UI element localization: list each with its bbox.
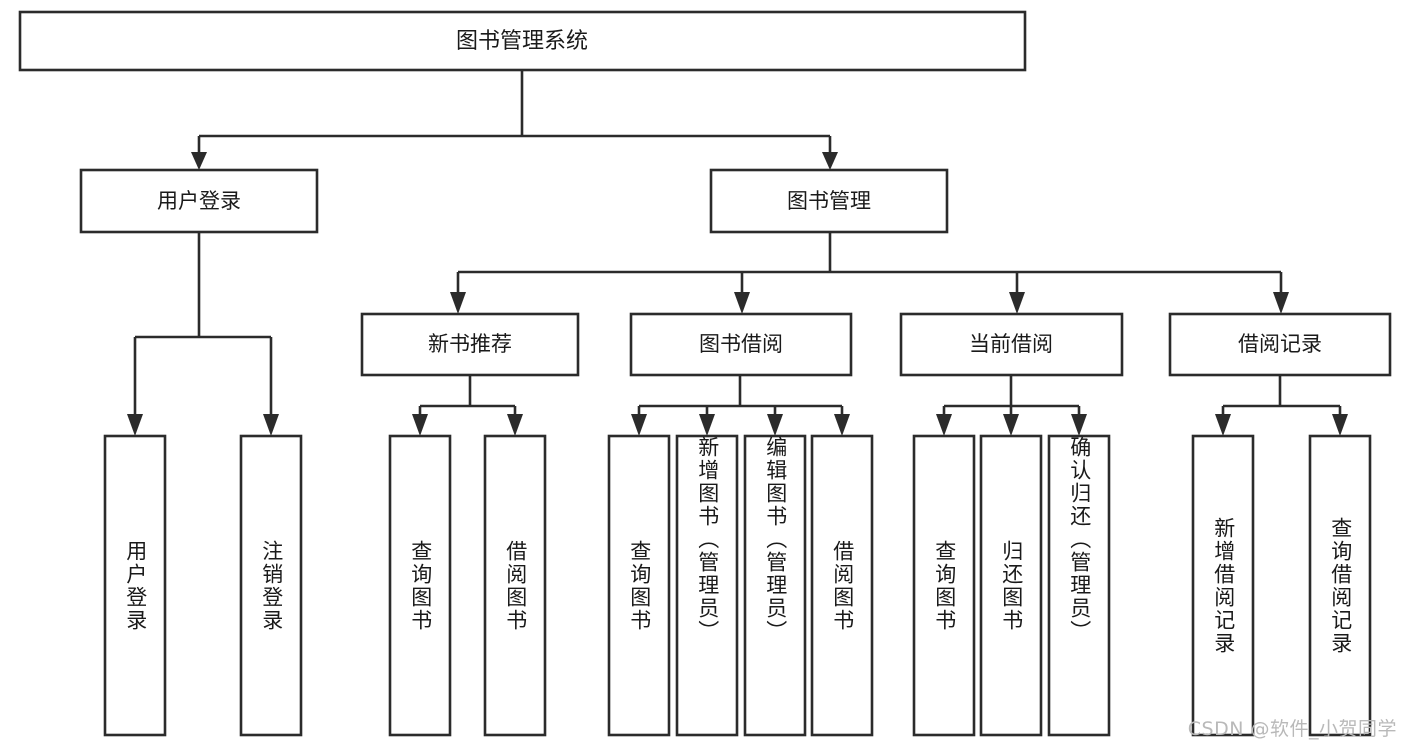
node-label-new-book-recommend: 新书推荐 [428, 332, 512, 356]
leaf-box-cb-return-book[interactable] [979, 434, 1043, 737]
leaf-box-nb-query-book[interactable] [388, 434, 452, 737]
node-box-book-borrow[interactable] [629, 312, 853, 377]
node-borrow-record[interactable]: 借阅记录 [1168, 312, 1392, 377]
arrow-head-bb-leaf-1 [631, 414, 647, 436]
leaf-box-bb-add-book[interactable] [675, 434, 739, 737]
arrow-head-bb-leaf-2 [699, 414, 715, 436]
arrow-head-current-borrow [1009, 292, 1025, 314]
node-new-book-recommend[interactable]: 新书推荐 [360, 312, 580, 377]
node-user-login[interactable]: 用户登录 [79, 168, 319, 234]
arrow-head-cb-leaf-1 [936, 414, 952, 436]
node-label-current-borrow: 当前借阅 [969, 332, 1053, 356]
leaf-box-cb-confirm-return[interactable] [1047, 434, 1111, 737]
leaf-box-br-add-record[interactable] [1191, 434, 1255, 737]
node-label-book-manage: 图书管理 [787, 189, 871, 213]
node-box-user-login[interactable] [79, 168, 319, 234]
node-book-borrow[interactable]: 图书借阅 [629, 312, 853, 377]
arrow-head-br-leaf-2 [1332, 414, 1348, 436]
arrow-head-user-login [191, 152, 207, 170]
connectors-group [127, 70, 1348, 436]
node-box-current-borrow[interactable] [899, 312, 1124, 377]
leaf-box-cb-query-book[interactable] [912, 434, 976, 737]
node-current-borrow[interactable]: 当前借阅 [899, 312, 1124, 377]
node-label-borrow-record: 借阅记录 [1238, 332, 1322, 356]
arrow-head-cb-leaf-3 [1071, 414, 1087, 436]
node-root-system[interactable]: 图书管理系统 [18, 10, 1027, 72]
node-box-new-book-recommend[interactable] [360, 312, 580, 377]
leaf-box-bb-edit-book[interactable] [743, 434, 807, 737]
node-label-root: 图书管理系统 [456, 29, 588, 54]
arrow-head-bb-leaf-4 [834, 414, 850, 436]
arrow-head-leaf-logout [263, 414, 279, 436]
node-box-root[interactable] [18, 10, 1027, 72]
node-book-manage[interactable]: 图书管理 [709, 168, 949, 234]
leaf-box-br-query-record[interactable] [1308, 434, 1372, 737]
node-label-user-login: 用户登录 [157, 189, 241, 213]
csdn-watermark: CSDN @软件_小贺同学 [1187, 718, 1397, 740]
arrow-head-borrow-record [1273, 292, 1289, 314]
leaf-boxes-group [103, 434, 1372, 737]
arrow-head-cb-leaf-2 [1003, 414, 1019, 436]
node-box-borrow-record[interactable] [1168, 312, 1392, 377]
arrow-head-leaf-user-login [127, 414, 143, 436]
arrow-head-book-borrow [734, 292, 750, 314]
leaf-box-logout[interactable] [239, 434, 303, 737]
leaf-box-bb-query-book[interactable] [607, 434, 671, 737]
arrow-head-nb-leaf-1 [412, 414, 428, 436]
node-label-book-borrow: 图书借阅 [699, 332, 783, 356]
leaf-box-nb-borrow-book[interactable] [483, 434, 547, 737]
leaf-box-bb-borrow-book[interactable] [810, 434, 874, 737]
arrow-head-nb-leaf-2 [507, 414, 523, 436]
arrow-head-br-leaf-1 [1215, 414, 1231, 436]
leaf-box-user-login[interactable] [103, 434, 167, 737]
arrow-head-book-manage [822, 152, 838, 170]
node-box-book-manage[interactable] [709, 168, 949, 234]
arrow-head-new-book [450, 292, 466, 314]
arrow-head-bb-leaf-3 [767, 414, 783, 436]
